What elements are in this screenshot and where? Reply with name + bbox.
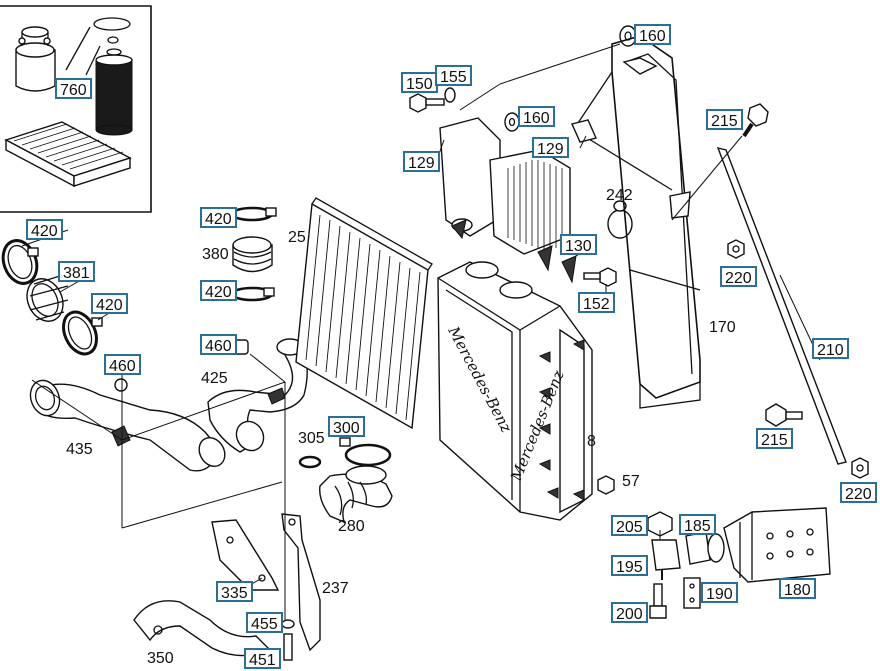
callout-200[interactable]: 200 (611, 602, 648, 623)
rubber-sleeve-381 (26, 275, 69, 322)
hose-clamp-left-1 (1, 239, 39, 285)
callout-220-lower[interactable]: 220 (840, 482, 877, 503)
bolt-152 (583, 267, 617, 287)
hose-clamp-left-2 (62, 310, 103, 356)
callout-152[interactable]: 152 (578, 292, 615, 313)
label-237: 237 (322, 580, 349, 597)
callout-129-right[interactable]: 129 (532, 137, 569, 158)
bolt-200 (649, 583, 667, 619)
callout-195[interactable]: 195 (611, 555, 648, 576)
callout-129-left[interactable]: 129 (403, 151, 440, 172)
callout-335[interactable]: 335 (216, 581, 253, 602)
bracket-237 (281, 513, 321, 652)
callout-451[interactable]: 451 (244, 648, 281, 669)
callout-220-upper[interactable]: 220 (720, 266, 757, 287)
mount-bracket-180 (707, 507, 831, 583)
intake-duct (439, 117, 577, 284)
label-57: 57 (622, 473, 640, 490)
callout-130[interactable]: 130 (560, 234, 597, 255)
nut-57 (597, 475, 615, 495)
bracket-335 (211, 519, 280, 591)
label-25: 25 (288, 229, 306, 246)
callout-420-center-bottom[interactable]: 420 (200, 280, 237, 301)
callout-150[interactable]: 150 (401, 72, 438, 93)
hose-clamp-305 (298, 455, 322, 469)
callout-760[interactable]: 760 (55, 78, 92, 99)
hose-clamp-300 (339, 437, 392, 467)
plate-190 (683, 577, 701, 609)
hose-clamp-upper-2 (230, 286, 275, 302)
label-242: 242 (606, 187, 633, 204)
callout-210[interactable]: 210 (812, 338, 849, 359)
air-filter-element (295, 197, 433, 430)
callout-460-center[interactable]: 460 (200, 334, 237, 355)
callout-420-center-top[interactable]: 420 (200, 207, 237, 228)
bolt-150 (409, 93, 445, 113)
callout-215-upper[interactable]: 215 (706, 109, 743, 130)
callout-460-left[interactable]: 460 (104, 354, 141, 375)
bracket-195 (651, 539, 681, 580)
callout-160-lower[interactable]: 160 (518, 106, 555, 127)
nut-220-lower (851, 457, 869, 479)
label-380: 380 (202, 246, 229, 263)
callout-180[interactable]: 180 (779, 578, 816, 599)
cabin-air-filter (4, 121, 132, 188)
callout-185[interactable]: 185 (679, 514, 716, 535)
label-8: 8 (587, 433, 596, 450)
air-cleaner-housing: Mercedes-Benz Mercedes-Benz (437, 261, 593, 521)
callout-155[interactable]: 155 (435, 65, 472, 86)
grommet-160-lower (504, 112, 520, 132)
elbow-hose-280 (319, 465, 393, 524)
callout-160-upper[interactable]: 160 (634, 24, 671, 45)
rubber-sleeve-380 (232, 236, 273, 273)
callout-381[interactable]: 381 (58, 261, 95, 282)
callout-420-left-top[interactable]: 420 (26, 219, 63, 240)
nut-205 (647, 511, 673, 537)
bolt-215-upper (742, 103, 769, 138)
label-350: 350 (147, 650, 174, 667)
filter-seals (65, 17, 131, 76)
callout-190[interactable]: 190 (701, 582, 738, 603)
rubber-mount-242 (607, 200, 633, 239)
callout-300[interactable]: 300 (328, 416, 365, 437)
washer-155 (444, 87, 456, 103)
fuel-filter-housing (15, 26, 56, 92)
label-425: 425 (201, 370, 228, 387)
hose-clamp-upper-1 (230, 206, 277, 222)
label-280: 280 (338, 518, 365, 535)
callout-215-lower[interactable]: 215 (756, 428, 793, 449)
label-435: 435 (66, 441, 93, 458)
label-170: 170 (709, 319, 736, 336)
nut-220-upper (727, 239, 745, 259)
callout-455[interactable]: 455 (246, 612, 283, 633)
charge-air-pipe-435 (29, 379, 226, 472)
oil-filter-element (95, 54, 133, 136)
callout-205[interactable]: 205 (611, 515, 648, 536)
support-rod (716, 146, 847, 465)
label-305: 305 (298, 430, 325, 447)
bolt-215-lower (765, 403, 803, 427)
callout-420-left-bottom[interactable]: 420 (91, 293, 128, 314)
bolt-451 (281, 619, 295, 661)
inset-box (0, 5, 152, 213)
